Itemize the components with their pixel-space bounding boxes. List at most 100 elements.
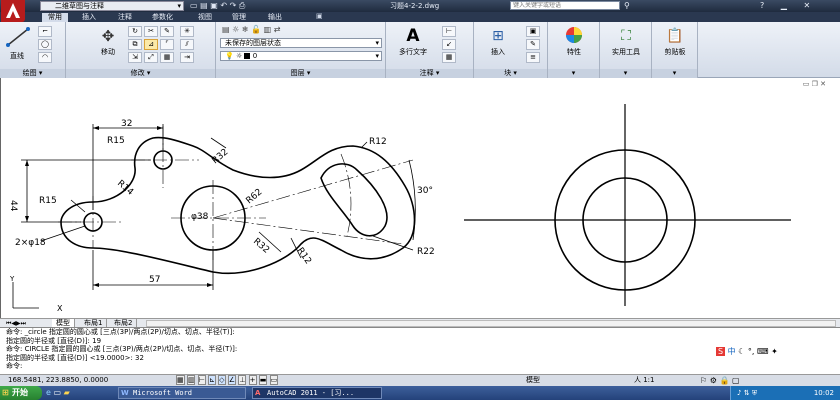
tray-volume-icon[interactable]: ♪ bbox=[737, 389, 742, 397]
folder-icon[interactable]: ▰ bbox=[63, 388, 70, 397]
mtext-button[interactable]: A 多行文字 bbox=[390, 24, 436, 60]
layer-on-icon[interactable]: ☼ bbox=[232, 25, 240, 34]
layer-panel-label[interactable]: 图层 ▾ bbox=[216, 69, 385, 78]
minimize-icon[interactable]: ▁ bbox=[780, 1, 787, 10]
layer-properties-icon[interactable]: ▤ bbox=[222, 25, 230, 34]
clean-screen-icon[interactable]: ▢ bbox=[731, 376, 740, 385]
tab-view[interactable]: 视图 bbox=[198, 13, 212, 21]
help-icon[interactable]: ? bbox=[760, 1, 765, 10]
modify-panel-label[interactable]: 修改 ▾ bbox=[66, 69, 215, 78]
horizontal-scrollbar[interactable] bbox=[146, 320, 836, 327]
search-input[interactable]: 键入关键字或短语 bbox=[510, 1, 620, 10]
tab-manage[interactable]: 管理 bbox=[232, 13, 246, 21]
dyn-toggle[interactable]: + bbox=[248, 375, 257, 385]
stretch-icon[interactable]: ⇲ bbox=[128, 52, 142, 63]
polyline-icon[interactable]: ⌐ bbox=[38, 26, 52, 37]
ime-keyboard-icon[interactable]: ⌨ bbox=[756, 347, 769, 356]
properties-expand[interactable]: ▾ bbox=[548, 69, 599, 78]
tab-insert[interactable]: 插入 bbox=[82, 13, 96, 21]
layer-state-dropdown[interactable]: 未保存的图层状态 ▾ bbox=[220, 38, 382, 48]
ime-chinese-icon[interactable]: 中 bbox=[727, 347, 736, 356]
ime-punct-icon[interactable]: °, bbox=[747, 347, 755, 356]
arc-icon[interactable]: ◠ bbox=[38, 52, 52, 63]
command-window[interactable]: 命令: _circle 指定圆的圆心或 [三点(3P)/两点(2P)/切点、切点… bbox=[0, 327, 840, 370]
layer-match-icon[interactable]: ⇄ bbox=[273, 25, 281, 34]
otrack-toggle[interactable]: ∠ bbox=[227, 375, 237, 385]
layer-color-icon[interactable]: ▥ bbox=[263, 25, 272, 34]
qp-toggle[interactable]: ▭ bbox=[269, 375, 279, 385]
lwt-toggle[interactable]: ▬ bbox=[258, 375, 268, 385]
layer-freeze-icon[interactable]: ❄ bbox=[241, 25, 249, 34]
first-tab-icon[interactable]: ⏮ bbox=[6, 320, 12, 327]
layer-dropdown[interactable]: 💡 ☼ 0 ▾ bbox=[220, 51, 382, 61]
new-icon[interactable]: ▭ bbox=[190, 1, 198, 10]
erase-icon[interactable]: ✎ bbox=[160, 26, 174, 37]
ribbon-toggle-icon[interactable]: ▣ bbox=[316, 12, 323, 20]
desktop-icon[interactable]: ▭ bbox=[53, 388, 62, 397]
prev-tab-icon[interactable]: ◀ bbox=[11, 320, 17, 327]
viewport-restore-icon[interactable]: ❐ bbox=[811, 80, 818, 88]
tab-annotate[interactable]: 注释 bbox=[118, 13, 132, 21]
print-icon[interactable]: ⎙ bbox=[238, 1, 246, 10]
mirror-icon[interactable]: ⊿ bbox=[144, 39, 158, 50]
ime-moon-icon[interactable]: ☾ bbox=[738, 347, 746, 356]
attribute-icon[interactable]: ≡ bbox=[526, 52, 540, 63]
annotation-panel-label[interactable]: 注释 ▾ bbox=[386, 69, 473, 78]
linear-dim-icon[interactable]: ⊢ bbox=[442, 26, 456, 37]
undo-icon[interactable]: ↶ bbox=[220, 1, 228, 10]
viewport-minimize-icon[interactable]: ▭ bbox=[802, 80, 810, 88]
workspace-switch-icon[interactable]: ⚙ bbox=[709, 376, 717, 385]
offset-icon[interactable]: ⫽ bbox=[180, 39, 194, 50]
lock-icon[interactable]: 🔒 bbox=[719, 376, 730, 385]
move-button[interactable]: ✥ 移动 bbox=[92, 24, 124, 60]
scale-icon[interactable]: ⤢ bbox=[144, 52, 158, 63]
trim-icon[interactable]: ✂ bbox=[144, 26, 158, 37]
block-panel-label[interactable]: 块 ▾ bbox=[474, 69, 547, 78]
polar-toggle[interactable]: ⊾ bbox=[208, 375, 216, 385]
properties-button[interactable]: 特性 bbox=[552, 24, 596, 60]
rotate-icon[interactable]: ↻ bbox=[128, 26, 142, 37]
clipboard-expand[interactable]: ▾ bbox=[652, 69, 697, 78]
osnap-toggle[interactable]: ◇ bbox=[218, 375, 226, 385]
line-button[interactable]: 直线 bbox=[2, 24, 32, 60]
circle-icon[interactable]: ◯ bbox=[38, 39, 52, 50]
annotation-scale[interactable]: 人 1:1 bbox=[634, 376, 655, 384]
ducs-toggle[interactable]: ⊥ bbox=[238, 375, 247, 385]
explode-icon[interactable]: ✳ bbox=[180, 26, 194, 37]
annotation-visibility-icon[interactable]: ⚐ bbox=[700, 376, 708, 385]
array-icon[interactable]: ▦ bbox=[160, 52, 174, 63]
utilities-button[interactable]: ⛶ 实用工具 bbox=[604, 24, 648, 60]
tab-model[interactable]: 模型 bbox=[52, 319, 75, 328]
utilities-expand[interactable]: ▾ bbox=[600, 69, 651, 78]
tab-layout2[interactable]: 布局2 bbox=[110, 319, 138, 328]
sogou-icon[interactable]: S bbox=[716, 347, 726, 356]
start-button[interactable]: ⊞ 开始 bbox=[0, 386, 42, 400]
workspace-dropdown[interactable]: 二维草图与注释 ▾ bbox=[40, 1, 184, 11]
tray-network-icon[interactable]: ⇅ bbox=[743, 389, 750, 397]
tray-shield-icon[interactable]: ⛨ bbox=[751, 389, 758, 397]
drawing-area[interactable]: ▭ ❐ ✕ bbox=[0, 78, 840, 318]
create-block-icon[interactable]: ▣ bbox=[526, 26, 540, 37]
taskbar-autocad[interactable]: A AutoCAD 2011 - [习... bbox=[252, 387, 382, 399]
taskbar-word[interactable]: W Microsoft Word bbox=[118, 387, 246, 399]
ime-settings-icon[interactable]: ✦ bbox=[771, 347, 778, 356]
snap-toggle[interactable]: ▦ bbox=[176, 375, 185, 385]
edit-block-icon[interactable]: ✎ bbox=[526, 39, 540, 50]
last-tab-icon[interactable]: ⏭ bbox=[20, 320, 27, 327]
viewport-close-icon[interactable]: ✕ bbox=[820, 80, 826, 88]
tab-parametric[interactable]: 参数化 bbox=[152, 13, 173, 21]
extend-icon[interactable]: ⇥ bbox=[180, 52, 194, 63]
redo-icon[interactable]: ↷ bbox=[229, 1, 237, 10]
table-icon[interactable]: ▦ bbox=[442, 52, 456, 63]
close-icon[interactable]: ✕ bbox=[803, 1, 811, 10]
tab-home[interactable]: 常用 bbox=[42, 13, 68, 22]
open-icon[interactable]: ▤ bbox=[200, 1, 208, 10]
save-icon[interactable]: ▣ bbox=[210, 1, 218, 10]
layer-lock-icon[interactable]: 🔓 bbox=[251, 25, 262, 34]
model-space-label[interactable]: 模型 bbox=[526, 376, 540, 384]
next-tab-icon[interactable]: ▶ bbox=[16, 320, 21, 327]
app-menu-icon[interactable] bbox=[1, 0, 25, 22]
draw-panel-label[interactable]: 绘图 ▾ bbox=[0, 69, 65, 78]
clipboard-button[interactable]: 📋 剪贴板 bbox=[656, 24, 694, 60]
command-input[interactable]: 命令: bbox=[6, 362, 23, 371]
